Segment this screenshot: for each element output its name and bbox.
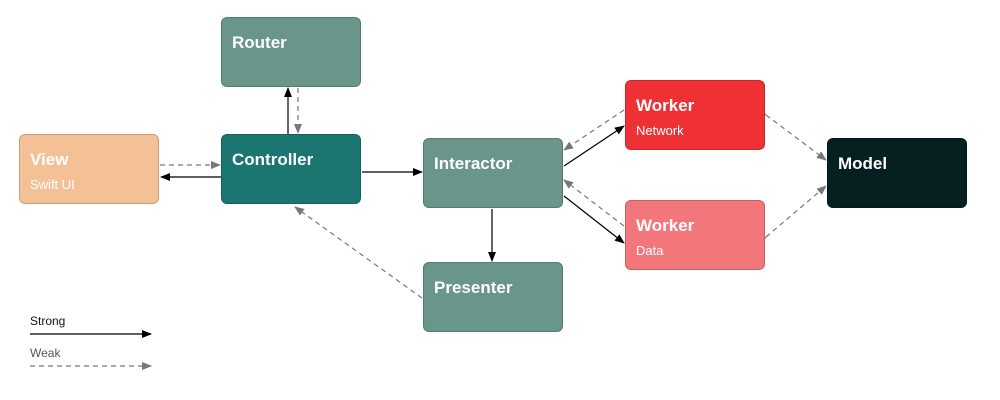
edge-worker-data-to-interactor [563,179,625,227]
view-node[interactable]: View Swift UI [19,134,159,204]
edge-interactor-to-worker-data [563,195,625,244]
model-node[interactable]: Model [827,138,967,208]
legend-weak-label: Weak [30,346,61,360]
interactor-node[interactable]: Interactor [423,138,563,208]
worker-data-subtitle: Data [636,243,664,258]
model-title: Model [838,154,888,173]
controller-title: Controller [232,150,314,169]
edge-presenter-to-controller [294,206,423,299]
view-subtitle: Swift UI [30,177,75,192]
worker-data-node[interactable]: Worker Data [625,200,765,270]
legend-strong-label: Strong [30,314,66,328]
worker-network-title: Worker [636,96,695,115]
presenter-title: Presenter [434,278,513,297]
interactor-title: Interactor [434,154,513,173]
edge-worker-network-model [756,106,827,161]
edge-worker-data-model [756,185,827,246]
router-title: Router [232,33,287,52]
edge-interactor-to-worker-network [563,125,625,167]
worker-network-subtitle: Network [636,123,684,138]
worker-data-title: Worker [636,216,695,235]
router-node[interactable]: Router [221,17,361,87]
presenter-node[interactable]: Presenter [423,262,563,332]
worker-network-node[interactable]: Worker Network [625,80,765,150]
view-title: View [30,150,69,169]
edge-worker-network-to-interactor [563,109,625,151]
controller-node[interactable]: Controller [221,134,361,204]
